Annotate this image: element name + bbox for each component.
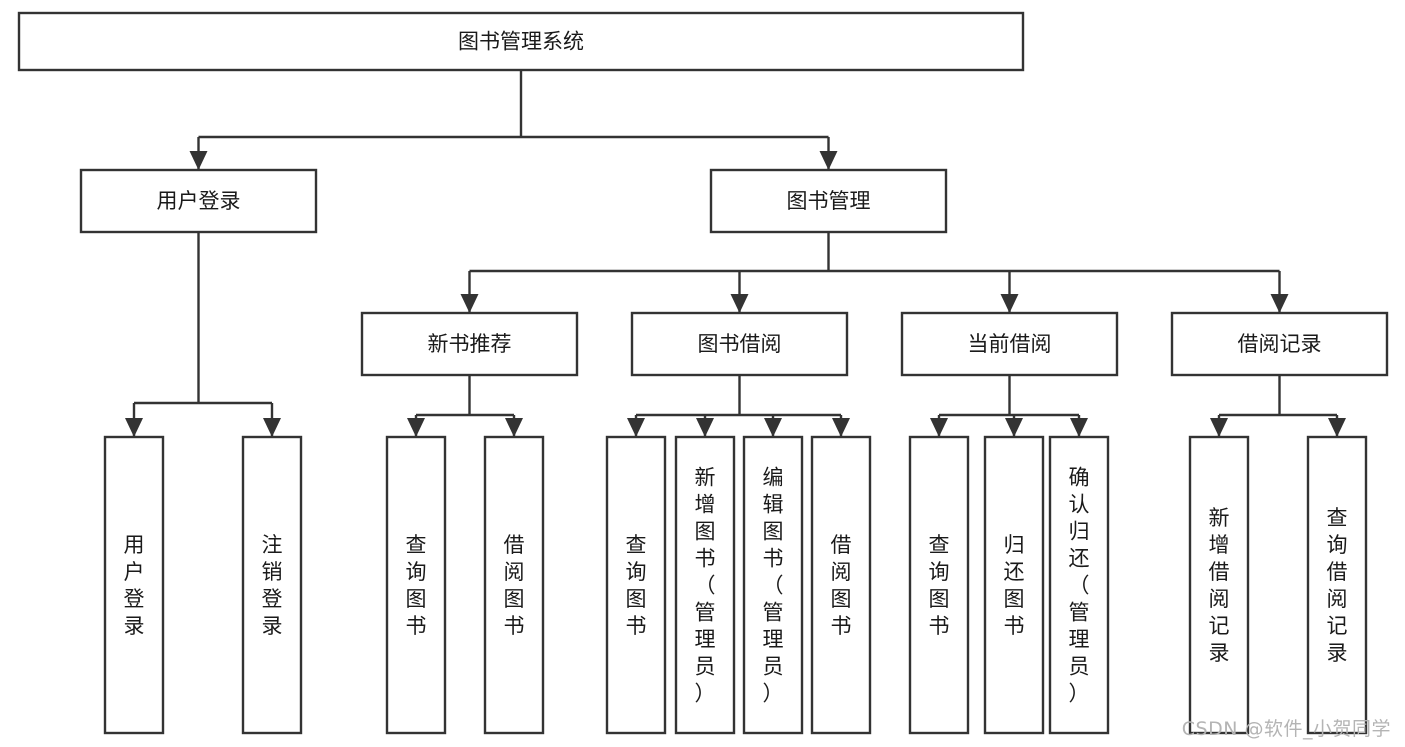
connector-edges xyxy=(125,70,1346,437)
submodule-box[interactable] xyxy=(1170,311,1389,377)
leaf-node[interactable]: 新增借阅记录 xyxy=(1188,435,1250,735)
watermark-text: CSDN @软件_小贺同学 xyxy=(1181,718,1391,740)
leaf-box[interactable] xyxy=(483,435,545,735)
arrow-head-icon xyxy=(764,418,782,437)
leaf-label: 编辑图书（管理员） xyxy=(763,466,784,706)
leaf-box[interactable] xyxy=(605,435,667,735)
submodule-node[interactable]: 当前借阅 xyxy=(900,311,1119,377)
arrow-head-icon xyxy=(1328,418,1346,437)
leaf-box[interactable] xyxy=(983,435,1045,735)
leaf-label: 注销登录 xyxy=(262,533,283,638)
leaf-box[interactable] xyxy=(742,435,804,735)
arrow-head-icon xyxy=(819,151,838,170)
module-node[interactable]: 用户登录 xyxy=(79,168,318,234)
arrow-head-icon xyxy=(1005,418,1023,437)
leaf-box[interactable] xyxy=(908,435,970,735)
leaf-node[interactable]: 查询借阅记录 xyxy=(1306,435,1368,735)
leaf-node[interactable]: 新增图书（管理员） xyxy=(674,435,736,735)
arrow-head-icon xyxy=(730,294,749,313)
leaf-label: 确认归还（管理员） xyxy=(1069,466,1090,706)
root-label: 图书管理系统 xyxy=(458,30,584,54)
arrow-head-icon xyxy=(930,418,948,437)
submodule-box[interactable] xyxy=(360,311,579,377)
leaf-label: 查询图书 xyxy=(929,533,950,638)
arrow-head-icon xyxy=(1270,294,1289,313)
module-box[interactable] xyxy=(709,168,948,234)
module-node[interactable]: 图书管理 xyxy=(709,168,948,234)
leaf-node[interactable]: 注销登录 xyxy=(241,435,303,735)
root-box[interactable] xyxy=(17,11,1025,72)
leaf-node[interactable]: 借阅图书 xyxy=(483,435,545,735)
diagram-nodes: 图书管理系统用户登录图书管理新书推荐图书借阅当前借阅借阅记录用户登录注销登录查询… xyxy=(17,11,1389,735)
arrow-head-icon xyxy=(125,418,143,437)
leaf-node[interactable]: 查询图书 xyxy=(605,435,667,735)
submodule-label: 图书借阅 xyxy=(698,332,782,356)
leaf-label: 查询图书 xyxy=(626,533,647,638)
leaf-label: 归还图书 xyxy=(1004,533,1025,638)
arrow-head-icon xyxy=(1000,294,1019,313)
leaf-node[interactable]: 编辑图书（管理员） xyxy=(742,435,804,735)
module-label: 图书管理 xyxy=(787,189,871,213)
arrow-head-icon xyxy=(1210,418,1228,437)
leaf-box[interactable] xyxy=(1048,435,1110,735)
leaf-box[interactable] xyxy=(241,435,303,735)
arrow-head-icon xyxy=(460,294,479,313)
submodule-node[interactable]: 图书借阅 xyxy=(630,311,849,377)
arrow-head-icon xyxy=(505,418,523,437)
leaf-label: 新增图书（管理员） xyxy=(695,466,716,706)
submodule-label: 当前借阅 xyxy=(968,332,1052,356)
arrow-head-icon xyxy=(189,151,208,170)
leaf-label: 查询借阅记录 xyxy=(1327,506,1348,665)
leaf-box[interactable] xyxy=(810,435,872,735)
leaf-box[interactable] xyxy=(385,435,447,735)
leaf-node[interactable]: 用户登录 xyxy=(103,435,165,735)
arrow-head-icon xyxy=(263,418,281,437)
arrow-head-icon xyxy=(696,418,714,437)
submodule-node[interactable]: 借阅记录 xyxy=(1170,311,1389,377)
submodule-node[interactable]: 新书推荐 xyxy=(360,311,579,377)
arrow-head-icon xyxy=(407,418,425,437)
module-label: 用户登录 xyxy=(157,189,241,213)
root-node[interactable]: 图书管理系统 xyxy=(17,11,1025,72)
submodule-label: 借阅记录 xyxy=(1238,332,1322,356)
leaf-node[interactable]: 确认归还（管理员） xyxy=(1048,435,1110,735)
leaf-node[interactable]: 归还图书 xyxy=(983,435,1045,735)
leaf-label: 借阅图书 xyxy=(504,533,525,638)
arrow-head-icon xyxy=(627,418,645,437)
leaf-node[interactable]: 查询图书 xyxy=(385,435,447,735)
arrow-head-icon xyxy=(832,418,850,437)
leaf-box[interactable] xyxy=(1306,435,1368,735)
leaf-node[interactable]: 查询图书 xyxy=(908,435,970,735)
submodule-box[interactable] xyxy=(630,311,849,377)
leaf-node[interactable]: 借阅图书 xyxy=(810,435,872,735)
leaf-label: 新增借阅记录 xyxy=(1209,506,1230,665)
module-box[interactable] xyxy=(79,168,318,234)
leaf-box[interactable] xyxy=(103,435,165,735)
leaf-label: 用户登录 xyxy=(124,533,145,638)
submodule-box[interactable] xyxy=(900,311,1119,377)
leaf-label: 借阅图书 xyxy=(831,533,852,638)
leaf-label: 查询图书 xyxy=(406,533,427,638)
arrow-head-icon xyxy=(1070,418,1088,437)
submodule-label: 新书推荐 xyxy=(428,332,512,356)
leaf-box[interactable] xyxy=(674,435,736,735)
leaf-box[interactable] xyxy=(1188,435,1250,735)
